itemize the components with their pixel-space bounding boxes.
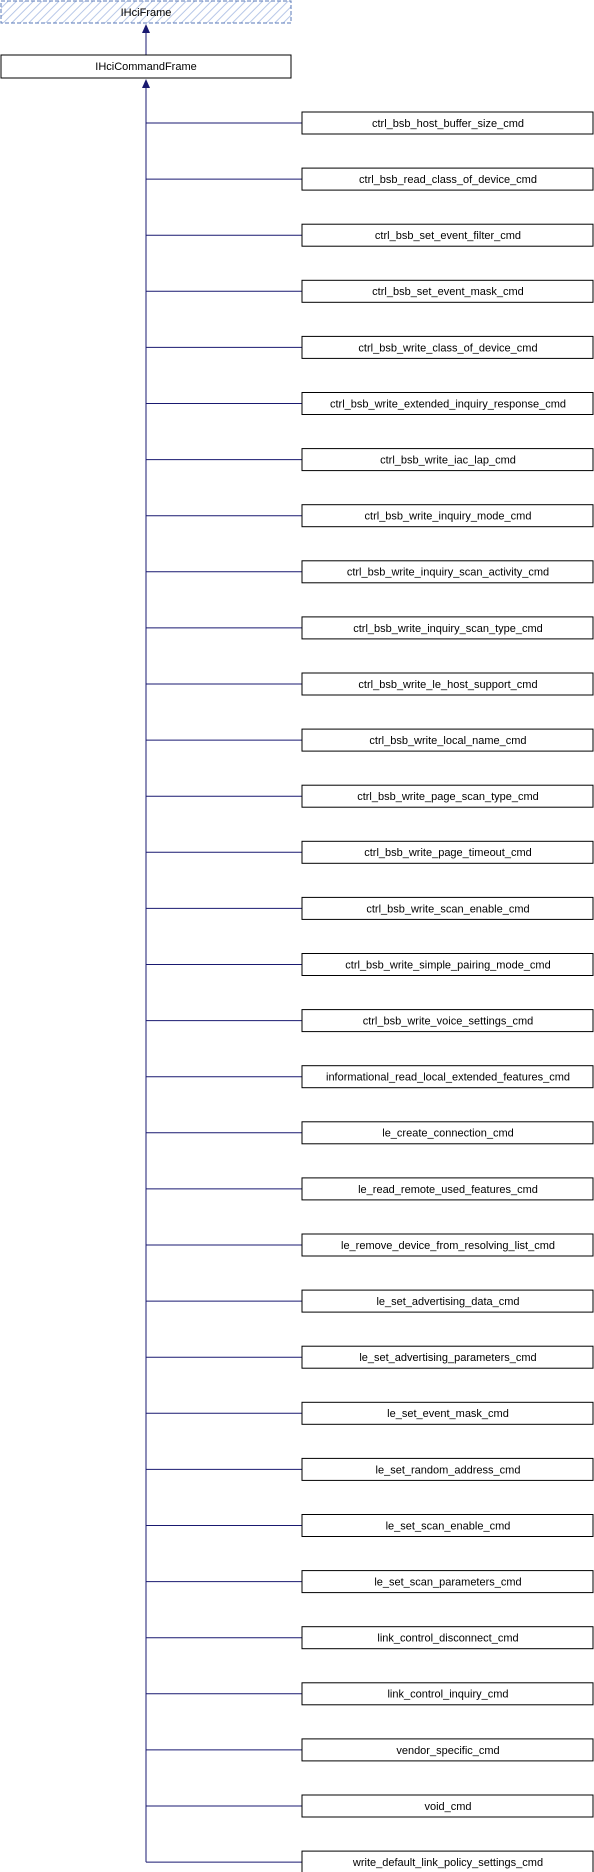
class-node-link-control-disconnect-cmd[interactable]: link_control_disconnect_cmd xyxy=(301,1626,594,1650)
class-label-ctrl-bsb-write-page-scan-type-cmd: ctrl_bsb_write_page_scan_type_cmd xyxy=(357,791,539,803)
class-node-informational-read-local-extended-features-cmd[interactable]: informational_read_local_extended_featur… xyxy=(301,1065,594,1089)
class-node-ihcicommandframe[interactable]: IHciCommandFrame xyxy=(0,54,292,79)
class-label-ctrl-bsb-write-inquiry-scan-type-cmd: ctrl_bsb_write_inquiry_scan_type_cmd xyxy=(353,623,543,635)
class-node-ctrl-bsb-write-class-of-device-cmd[interactable]: ctrl_bsb_write_class_of_device_cmd xyxy=(301,335,594,359)
class-label-ihcicommandframe: IHciCommandFrame xyxy=(95,61,196,73)
class-label-le-create-connection-cmd: le_create_connection_cmd xyxy=(382,1128,513,1140)
class-node-le-set-advertising-data-cmd[interactable]: le_set_advertising_data_cmd xyxy=(301,1289,594,1313)
class-label-ctrl-bsb-write-scan-enable-cmd: ctrl_bsb_write_scan_enable_cmd xyxy=(366,903,529,915)
class-label-write-default-link-policy-settings-cmd: write_default_link_policy_settings_cmd xyxy=(352,1857,543,1869)
class-label-ctrl-bsb-write-local-name-cmd: ctrl_bsb_write_local_name_cmd xyxy=(369,735,526,747)
class-label-le-set-scan-enable-cmd: le_set_scan_enable_cmd xyxy=(386,1520,511,1532)
inheritance-edge-ihcicommandframe-to-ihciframe xyxy=(142,24,150,55)
class-node-ctrl-bsb-read-class-of-device-cmd[interactable]: ctrl_bsb_read_class_of_device_cmd xyxy=(301,167,594,191)
class-node-ctrl-bsb-write-local-name-cmd[interactable]: ctrl_bsb_write_local_name_cmd xyxy=(301,728,594,752)
class-node-ctrl-bsb-write-page-scan-type-cmd[interactable]: ctrl_bsb_write_page_scan_type_cmd xyxy=(301,784,594,808)
class-label-ctrl-bsb-read-class-of-device-cmd: ctrl_bsb_read_class_of_device_cmd xyxy=(359,174,537,186)
class-node-ctrl-bsb-write-scan-enable-cmd[interactable]: ctrl_bsb_write_scan_enable_cmd xyxy=(301,896,594,920)
class-node-ctrl-bsb-write-extended-inquiry-response-cmd[interactable]: ctrl_bsb_write_extended_inquiry_response… xyxy=(301,392,594,415)
class-node-ctrl-bsb-write-voice-settings-cmd[interactable]: ctrl_bsb_write_voice_settings_cmd xyxy=(301,1009,594,1033)
class-node-le-set-scan-enable-cmd[interactable]: le_set_scan_enable_cmd xyxy=(301,1514,594,1537)
class-node-le-create-connection-cmd[interactable]: le_create_connection_cmd xyxy=(301,1121,594,1145)
class-node-ctrl-bsb-write-page-timeout-cmd[interactable]: ctrl_bsb_write_page_timeout_cmd xyxy=(301,840,594,864)
class-label-le-set-event-mask-cmd: le_set_event_mask_cmd xyxy=(387,1408,509,1420)
class-label-ctrl-bsb-write-iac-lap-cmd: ctrl_bsb_write_iac_lap_cmd xyxy=(380,455,516,467)
inheritance-trunk xyxy=(142,79,150,1863)
class-label-ctrl-bsb-write-extended-inquiry-response-cmd: ctrl_bsb_write_extended_inquiry_response… xyxy=(330,398,566,410)
class-label-ctrl-bsb-write-inquiry-mode-cmd: ctrl_bsb_write_inquiry_mode_cmd xyxy=(365,511,532,523)
class-node-vendor-specific-cmd[interactable]: vendor_specific_cmd xyxy=(301,1738,594,1762)
inheritance-arrowhead xyxy=(142,24,150,33)
class-node-ctrl-bsb-write-le-host-support-cmd[interactable]: ctrl_bsb_write_le_host_support_cmd xyxy=(301,672,594,696)
class-node-ctrl-bsb-host-buffer-size-cmd[interactable]: ctrl_bsb_host_buffer_size_cmd xyxy=(301,111,594,135)
class-node-le-read-remote-used-features-cmd[interactable]: le_read_remote_used_features_cmd xyxy=(301,1177,594,1201)
class-label-ihciframe: IHciFrame xyxy=(121,7,172,19)
class-node-ctrl-bsb-write-inquiry-mode-cmd[interactable]: ctrl_bsb_write_inquiry_mode_cmd xyxy=(301,504,594,528)
class-node-ctrl-bsb-write-iac-lap-cmd[interactable]: ctrl_bsb_write_iac_lap_cmd xyxy=(301,448,594,472)
class-node-void-cmd[interactable]: void_cmd xyxy=(301,1794,594,1818)
class-node-ctrl-bsb-set-event-mask-cmd[interactable]: ctrl_bsb_set_event_mask_cmd xyxy=(301,279,594,303)
class-label-ctrl-bsb-host-buffer-size-cmd: ctrl_bsb_host_buffer_size_cmd xyxy=(372,118,524,130)
class-label-le-remove-device-from-resolving-list-cmd: le_remove_device_from_resolving_list_cmd xyxy=(341,1240,555,1252)
class-node-ctrl-bsb-write-inquiry-scan-activity-cmd[interactable]: ctrl_bsb_write_inquiry_scan_activity_cmd xyxy=(301,560,594,584)
class-label-informational-read-local-extended-features-cmd: informational_read_local_extended_featur… xyxy=(326,1072,570,1084)
class-label-le-set-random-address-cmd: le_set_random_address_cmd xyxy=(376,1464,521,1476)
class-label-le-read-remote-used-features-cmd: le_read_remote_used_features_cmd xyxy=(358,1184,538,1196)
class-label-void-cmd: void_cmd xyxy=(424,1801,471,1813)
class-node-le-set-event-mask-cmd[interactable]: le_set_event_mask_cmd xyxy=(301,1401,594,1425)
class-label-ctrl-bsb-set-event-filter-cmd: ctrl_bsb_set_event_filter_cmd xyxy=(375,230,521,242)
class-node-le-set-random-address-cmd[interactable]: le_set_random_address_cmd xyxy=(301,1457,594,1481)
class-label-vendor-specific-cmd: vendor_specific_cmd xyxy=(396,1745,499,1757)
class-node-write-default-link-policy-settings-cmd[interactable]: write_default_link_policy_settings_cmd xyxy=(301,1850,594,1872)
class-label-le-set-advertising-data-cmd: le_set_advertising_data_cmd xyxy=(376,1296,519,1308)
class-node-le-set-advertising-parameters-cmd[interactable]: le_set_advertising_parameters_cmd xyxy=(301,1345,594,1369)
class-label-ctrl-bsb-write-inquiry-scan-activity-cmd: ctrl_bsb_write_inquiry_scan_activity_cmd xyxy=(347,567,549,579)
class-node-le-remove-device-from-resolving-list-cmd[interactable]: le_remove_device_from_resolving_list_cmd xyxy=(301,1233,594,1257)
class-label-link-control-disconnect-cmd: link_control_disconnect_cmd xyxy=(377,1633,518,1645)
class-node-ctrl-bsb-set-event-filter-cmd[interactable]: ctrl_bsb_set_event_filter_cmd xyxy=(301,223,594,247)
derived-classes: ctrl_bsb_host_buffer_size_cmd ctrl_bsb_re… xyxy=(146,111,594,1872)
class-label-link-control-inquiry-cmd: link_control_inquiry_cmd xyxy=(387,1689,508,1701)
class-node-ctrl-bsb-write-simple-pairing-mode-cmd[interactable]: ctrl_bsb_write_simple_pairing_mode_cmd xyxy=(301,953,594,976)
class-label-ctrl-bsb-write-voice-settings-cmd: ctrl_bsb_write_voice_settings_cmd xyxy=(363,1016,534,1028)
class-label-ctrl-bsb-set-event-mask-cmd: ctrl_bsb_set_event_mask_cmd xyxy=(372,286,524,298)
class-label-ctrl-bsb-write-le-host-support-cmd: ctrl_bsb_write_le_host_support_cmd xyxy=(358,679,537,691)
class-label-ctrl-bsb-write-class-of-device-cmd: ctrl_bsb_write_class_of_device_cmd xyxy=(358,342,537,354)
class-label-ctrl-bsb-write-simple-pairing-mode-cmd: ctrl_bsb_write_simple_pairing_mode_cmd xyxy=(345,959,550,971)
class-label-le-set-scan-parameters-cmd: le_set_scan_parameters_cmd xyxy=(374,1577,521,1589)
class-node-ihciframe[interactable]: IHciFrame xyxy=(0,0,292,24)
class-label-le-set-advertising-parameters-cmd: le_set_advertising_parameters_cmd xyxy=(359,1352,536,1364)
class-node-le-set-scan-parameters-cmd[interactable]: le_set_scan_parameters_cmd xyxy=(301,1570,594,1594)
inheritance-arrowhead xyxy=(142,79,150,88)
class-node-ctrl-bsb-write-inquiry-scan-type-cmd[interactable]: ctrl_bsb_write_inquiry_scan_type_cmd xyxy=(301,616,594,640)
class-label-ctrl-bsb-write-page-timeout-cmd: ctrl_bsb_write_page_timeout_cmd xyxy=(364,847,532,859)
class-node-link-control-inquiry-cmd[interactable]: link_control_inquiry_cmd xyxy=(301,1682,594,1706)
